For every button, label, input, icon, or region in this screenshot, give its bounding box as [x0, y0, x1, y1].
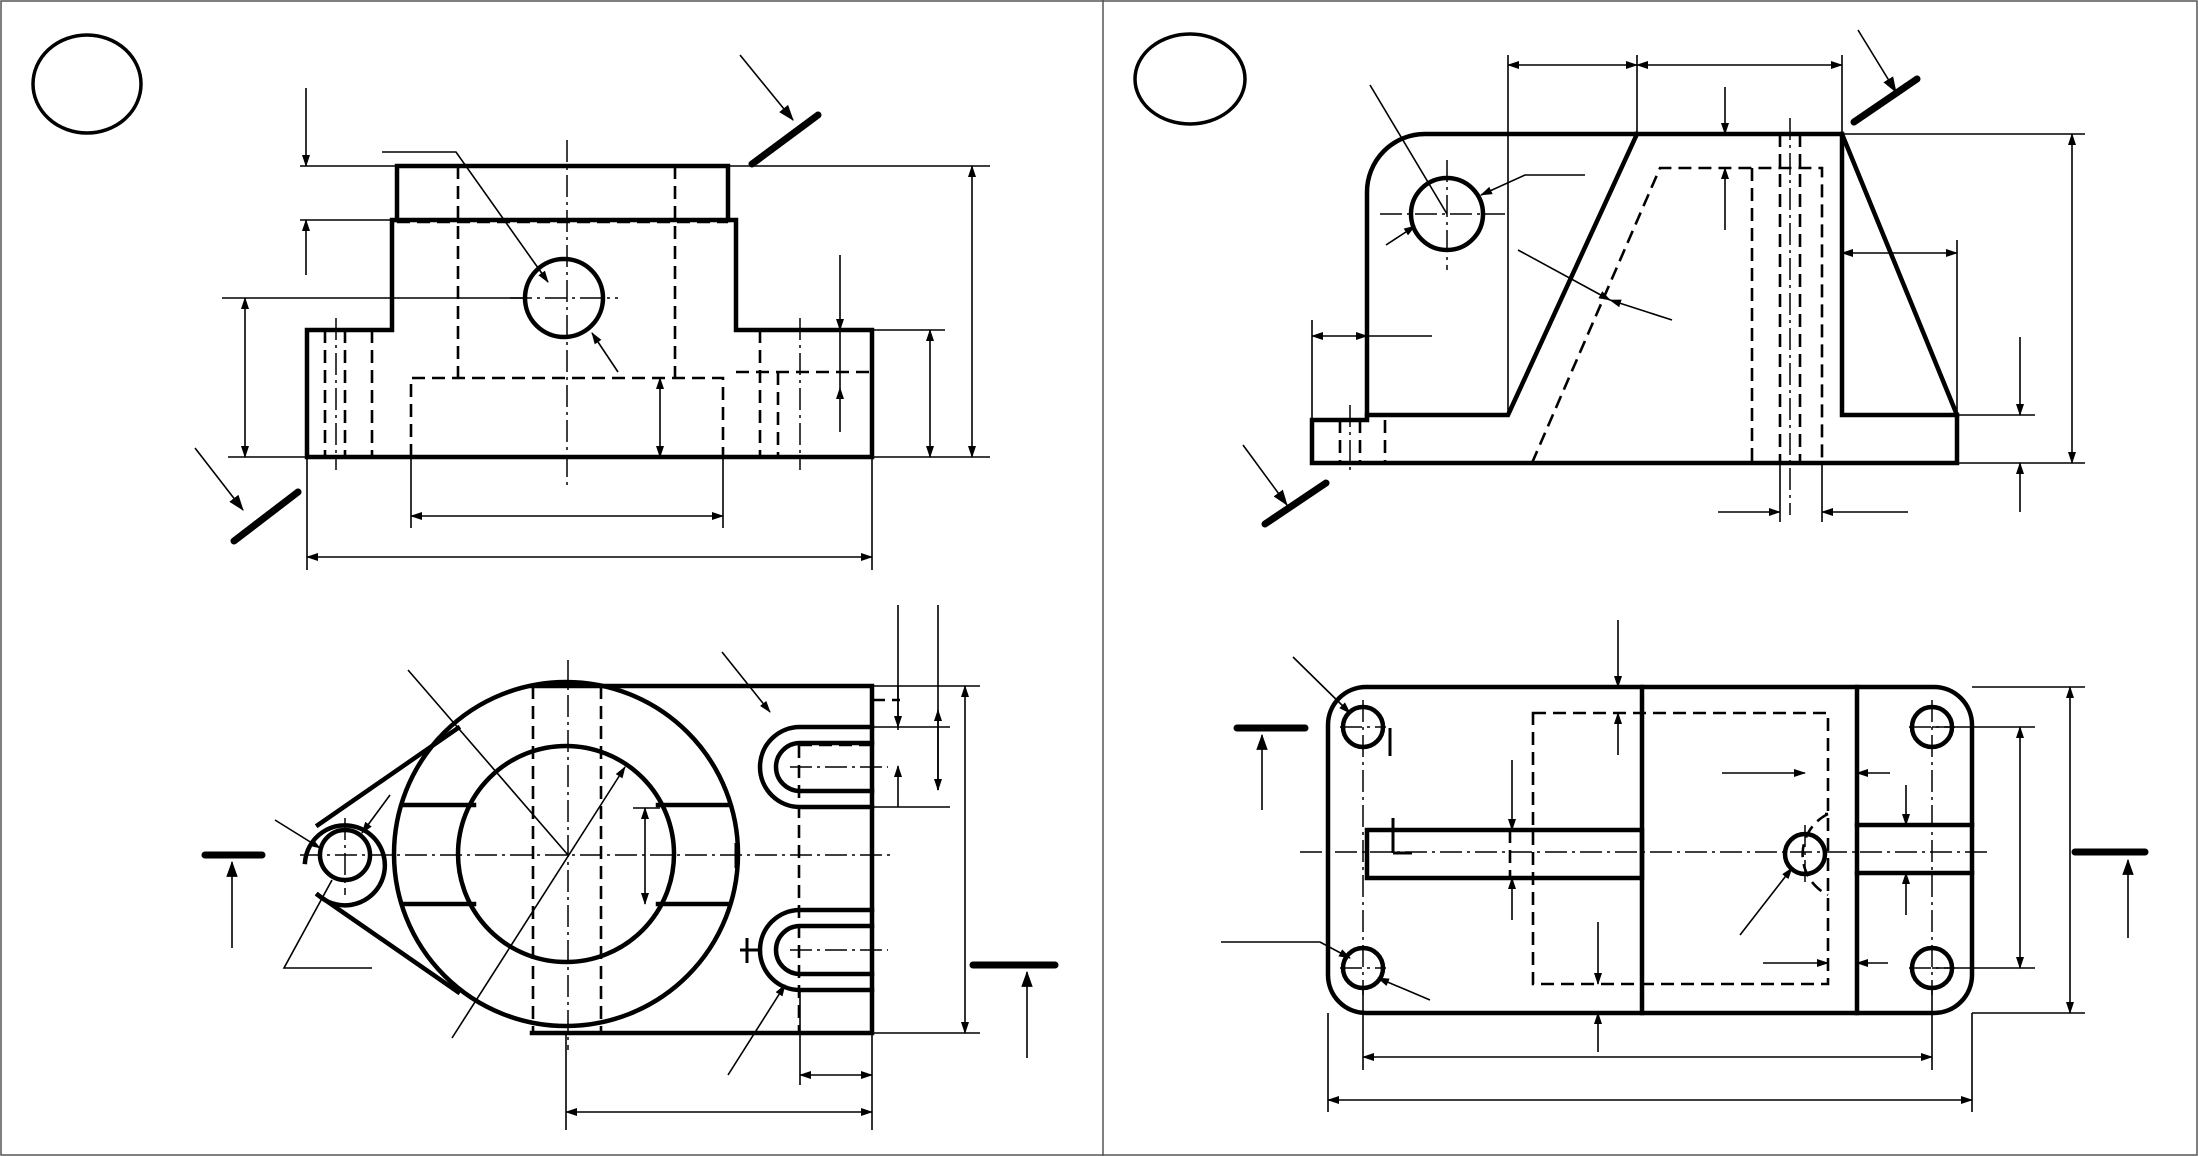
leader-line-hole	[1377, 977, 1431, 1001]
top-view-lug-edge	[314, 891, 462, 996]
cutting-plane-mark	[1850, 75, 1921, 126]
top-view-channel-edges	[1854, 822, 1975, 876]
dimension-arrow-incline	[1517, 249, 1611, 301]
hidden-line	[1530, 166, 1824, 464]
leader-line-hole	[361, 794, 391, 834]
leader-line-hole	[1480, 174, 1585, 196]
cutting-plane-arrow	[194, 447, 244, 511]
top-view-lug-arc	[302, 823, 388, 908]
top-view-slot	[1364, 827, 1645, 881]
leader-line-bore	[591, 332, 619, 373]
dimension-arrow-incline	[1609, 299, 1673, 321]
top-view-outline	[1325, 684, 1975, 1016]
right-top-view	[1221, 620, 2149, 1112]
u-slot-upper-outer	[757, 724, 875, 810]
leader-line-slot-radius	[727, 984, 786, 1076]
cutting-plane-arrow	[739, 54, 794, 121]
leader-line-bore	[382, 151, 549, 283]
exercise-number-circle	[31, 33, 143, 135]
cutting-plane-arrow	[1857, 29, 1897, 93]
hidden-arc	[1801, 812, 1829, 897]
front-view-outline	[1309, 131, 1960, 466]
left-exercise-panel	[31, 33, 1059, 1130]
u-slot-lower-inner	[773, 923, 875, 977]
leader-line-center-hole	[1739, 867, 1793, 936]
leader-line-bore-diameter	[451, 766, 626, 1039]
top-view-outer-circle	[391, 679, 741, 1029]
cutting-plane-mark	[1261, 479, 1330, 528]
front-view-right-block	[1839, 131, 1960, 418]
cutting-plane-mark	[230, 488, 302, 545]
left-top-view	[201, 605, 1059, 1130]
leader-line-hole	[1385, 225, 1416, 246]
leader-line-lug-radius	[282, 879, 372, 969]
exercise-number-circle	[1133, 32, 1247, 126]
leader-line-hole	[1221, 941, 1351, 959]
u-slot-upper-inner	[773, 740, 875, 794]
hidden-slot-outline	[409, 376, 725, 457]
top-view-bore-circle	[455, 743, 677, 965]
front-view-outline	[304, 163, 875, 460]
leader-line-hole	[274, 819, 321, 849]
cutting-plane-arrow	[1242, 444, 1288, 506]
leader-line-radius	[1369, 84, 1448, 215]
right-front-view	[1242, 29, 2085, 528]
left-front-view	[194, 54, 990, 570]
leader-line-outer-radius	[407, 669, 569, 856]
right-exercise-panel	[1133, 29, 2149, 1112]
hidden-pocket	[1531, 711, 1830, 986]
cutting-plane-mark	[748, 111, 822, 168]
front-view-incline-edge	[1364, 131, 1640, 418]
top-view-frame	[529, 683, 875, 1036]
leader-line-slot-radius	[721, 651, 771, 713]
leader-line-hole	[1292, 656, 1351, 714]
